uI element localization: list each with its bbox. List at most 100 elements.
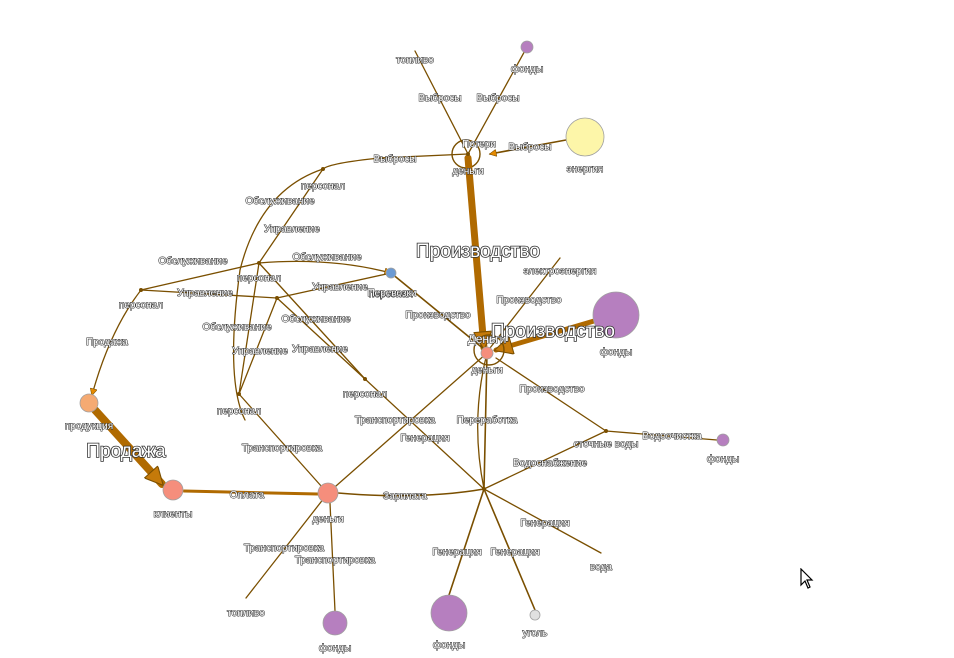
edge-pers2-to-res1 bbox=[258, 260, 391, 273]
node-hub_pers4 bbox=[275, 296, 279, 300]
edge-label: Потери bbox=[462, 139, 496, 150]
node-fondy_top bbox=[520, 40, 534, 54]
node-money1 bbox=[317, 482, 339, 504]
edge-label: Управление bbox=[292, 344, 348, 355]
node-label: электроэнергия bbox=[524, 266, 597, 277]
edge-fonds-b2-to-hub bbox=[448, 488, 485, 596]
node-label: персонал bbox=[237, 273, 281, 284]
edge-label: Выбросы bbox=[477, 92, 520, 104]
edge-sale bbox=[91, 406, 166, 488]
node-label: уголь bbox=[523, 628, 548, 639]
edge-center-to-money bbox=[327, 352, 488, 494]
edge-pers2-to-pers6 bbox=[258, 262, 366, 380]
edge-pers2-to-pers3 bbox=[140, 262, 260, 291]
node-label: вода bbox=[590, 562, 612, 573]
flow-label: Производство bbox=[416, 241, 540, 262]
edge-label: Производство bbox=[405, 310, 471, 321]
edge-label: Перевозки bbox=[367, 288, 416, 299]
edge-pers1-to-pers2 bbox=[258, 168, 324, 264]
edge-fuel-to-hub bbox=[414, 50, 469, 155]
node-label: сточные воды bbox=[574, 439, 639, 450]
edge-pers4-to-pers6 bbox=[276, 297, 366, 380]
edge-fonds-big-to-center bbox=[496, 318, 597, 350]
edge-fonds-b1-to-money bbox=[329, 502, 336, 612]
node-hub_mid bbox=[482, 487, 486, 491]
node-label: продукция bbox=[65, 421, 113, 432]
node-energy bbox=[565, 117, 605, 157]
node-label: персонал bbox=[217, 406, 261, 417]
edge-water-src bbox=[483, 488, 602, 554]
edge-pers5-to-money bbox=[238, 393, 323, 488]
mouse-cursor-icon bbox=[800, 568, 814, 589]
node-money_c bbox=[480, 346, 494, 360]
flow-label: Производство bbox=[491, 321, 615, 342]
edge-label: Зарплата bbox=[383, 491, 427, 502]
node-label: персонал bbox=[343, 389, 387, 400]
node-label: фонды bbox=[707, 453, 739, 465]
edge-label: Производство bbox=[519, 384, 585, 395]
node-hub_water bbox=[604, 429, 608, 433]
edge-fonds-to-hub bbox=[467, 46, 528, 155]
edge-label: Обслуживание bbox=[245, 195, 314, 207]
edge-label: Управление bbox=[177, 288, 233, 299]
edge-label: Генерация bbox=[520, 518, 569, 529]
edge-label: Переработка bbox=[457, 414, 518, 426]
edge-center-curve bbox=[477, 352, 488, 490]
edge-pers3-loop bbox=[92, 289, 142, 395]
node-hub_pers5 bbox=[237, 392, 241, 396]
edge-hub-mid-to-money bbox=[337, 488, 485, 497]
node-fondy_right bbox=[716, 433, 730, 447]
edge-label: Транспортировка bbox=[295, 555, 376, 566]
loop-center bbox=[473, 334, 505, 366]
edges-layer bbox=[91, 46, 718, 612]
node-label: персонал bbox=[301, 181, 345, 192]
edge-electricity-to-center bbox=[489, 257, 561, 349]
edge-label: Выбросы bbox=[509, 141, 552, 153]
edge-pers4-to-res1 bbox=[276, 272, 392, 299]
edge-label: Обслуживание bbox=[158, 255, 227, 267]
node-label: клиенты bbox=[154, 509, 193, 520]
edge-hub-to-personnel bbox=[322, 153, 469, 170]
edge-pers4-to-pers5 bbox=[238, 297, 278, 395]
edge-pers-to-center bbox=[390, 272, 486, 351]
node-hub_top bbox=[466, 152, 470, 156]
edge-label: Водоочистка bbox=[642, 431, 702, 442]
node-label: персонал bbox=[119, 300, 163, 311]
edge-label: Продажа bbox=[86, 337, 128, 348]
edge-coal-to-hub bbox=[483, 488, 536, 611]
node-fondy_big bbox=[592, 291, 640, 339]
edge-label: Обслуживание bbox=[202, 321, 271, 333]
edge-pers2-to-pers5 bbox=[238, 262, 260, 395]
node-label: фонды bbox=[433, 639, 465, 651]
edge-hub-mid-to-water bbox=[483, 430, 607, 490]
edge-production-main bbox=[464, 154, 484, 352]
nodes-layer bbox=[79, 40, 730, 636]
node-label: фонды bbox=[511, 63, 543, 75]
node-hub_pers bbox=[321, 167, 325, 171]
node-res1 bbox=[385, 267, 397, 279]
edge-label: Транспортировка bbox=[244, 543, 325, 554]
node-label: топливо bbox=[396, 55, 434, 66]
edge-label: Выбросы bbox=[374, 153, 417, 165]
edge-label: Управление bbox=[232, 346, 288, 357]
node-hub_pers3 bbox=[139, 288, 143, 292]
node-label: деньги bbox=[471, 365, 502, 376]
edge-label: Обслуживание bbox=[292, 251, 361, 263]
edge-pers6-to-hub-mid bbox=[364, 378, 485, 490]
node-label: энергия bbox=[567, 164, 603, 175]
node-product bbox=[79, 393, 99, 413]
node-hub_pers2 bbox=[257, 261, 261, 265]
edge-center-to-hub-mid bbox=[483, 352, 488, 490]
edge-label: Водоснабжение bbox=[513, 457, 587, 469]
edge-label: Управление bbox=[312, 282, 368, 293]
edge-money-to-clients bbox=[182, 489, 320, 496]
edge-fonds-right-to-water bbox=[605, 430, 718, 441]
node-label: топливо bbox=[227, 608, 265, 619]
edge-label: Выбросы bbox=[419, 92, 462, 104]
edge-label: Генерация bbox=[400, 433, 449, 444]
node-label: фонды bbox=[319, 642, 351, 654]
node-clients bbox=[162, 479, 184, 501]
edge-label: Генерация bbox=[490, 547, 539, 558]
node-hub_pers6 bbox=[363, 377, 367, 381]
